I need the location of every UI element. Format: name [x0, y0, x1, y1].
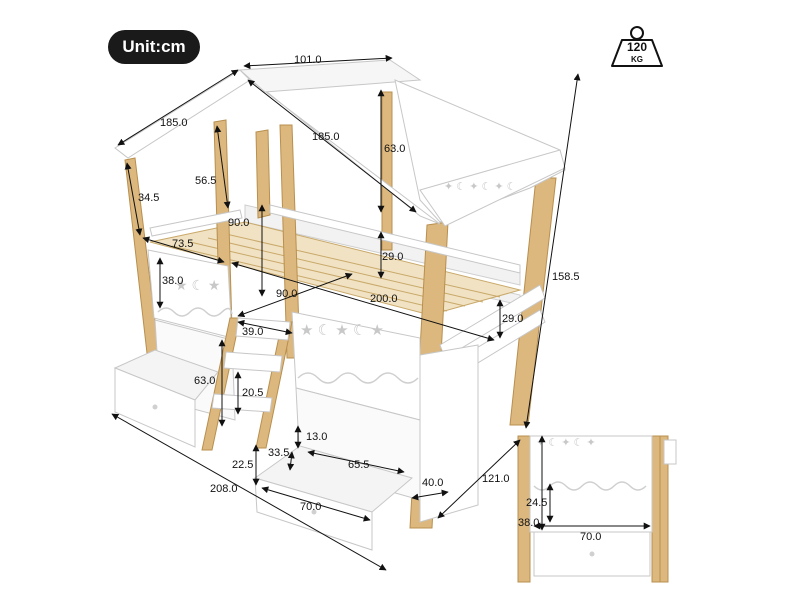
dim-roof-slope-right: 185.0: [312, 131, 340, 143]
dim-rail-height-inner: 29.0: [382, 251, 403, 263]
dim-total-width: 121.0: [482, 473, 510, 485]
dim-inset-cabinet-height: 38.0: [518, 517, 539, 529]
dim-mattress-width: 90.0: [276, 288, 297, 300]
dim-drawer-width-inner: 33.5: [268, 447, 289, 459]
side-view-inset: ✦ ☾ ✦ ☾ ✦: [517, 435, 677, 583]
dim-cubby-height: 13.0: [306, 431, 327, 443]
unit-badge: Unit:cm: [108, 30, 200, 64]
dim-post-height-mid: 56.5: [195, 175, 216, 187]
dim-total-length: 208.0: [210, 483, 238, 495]
weight-unit: KG: [631, 55, 643, 64]
house-roof: ✦ ☾ ✦ ☾ ✦ ☾: [114, 59, 566, 227]
dim-guard-length: 90.0: [228, 217, 249, 229]
dim-panel-height: 38.0: [162, 275, 183, 287]
dim-ladder-width: 39.0: [242, 326, 263, 338]
dim-inset-opening-height: 24.5: [526, 497, 547, 509]
svg-text:★ ☾ ★ ☾ ★: ★ ☾ ★ ☾ ★: [300, 322, 384, 339]
dimension-lines: [111, 54, 651, 571]
dim-post-height-front: 34.5: [138, 192, 159, 204]
dim-drawer-front-width: 70.0: [300, 501, 321, 513]
svg-text:✦ ☾ ✦ ☾ ✦: ✦ ☾ ✦ ☾ ✦: [536, 437, 596, 449]
dim-drawer-left-depth: 63.0: [194, 375, 215, 387]
dim-leg-width: 40.0: [422, 477, 443, 489]
dim-roof-slope-left: 185.0: [160, 117, 188, 129]
dim-total-height: 158.5: [552, 271, 580, 283]
dim-inset-drawer-width: 70.0: [580, 531, 601, 543]
dim-roof-peak-height: 63.0: [384, 143, 405, 155]
dim-rail-height-side: 29.0: [502, 313, 523, 325]
weight-value: 120: [627, 40, 647, 54]
dim-drawer-length: 65.5: [348, 459, 369, 471]
svg-text:★ ☾ ★: ★ ☾ ★: [175, 277, 220, 293]
unit-label: Unit:cm: [122, 37, 186, 56]
dim-guard-width: 73.5: [172, 238, 193, 250]
dim-mattress-length: 200.0: [370, 293, 398, 305]
dim-step-height: 20.5: [242, 387, 263, 399]
dim-floor-clearance: 22.5: [232, 459, 253, 471]
svg-text:✦ ☾ ✦ ☾ ✦ ☾: ✦ ☾ ✦ ☾ ✦ ☾: [444, 181, 517, 193]
dim-roof-width: 101.0: [294, 54, 322, 66]
weight-capacity-icon: 120 KG: [611, 26, 663, 67]
dimension-labels: 101.0 185.0 185.0 63.0 34.5 56.5 73.5 90…: [138, 54, 601, 543]
